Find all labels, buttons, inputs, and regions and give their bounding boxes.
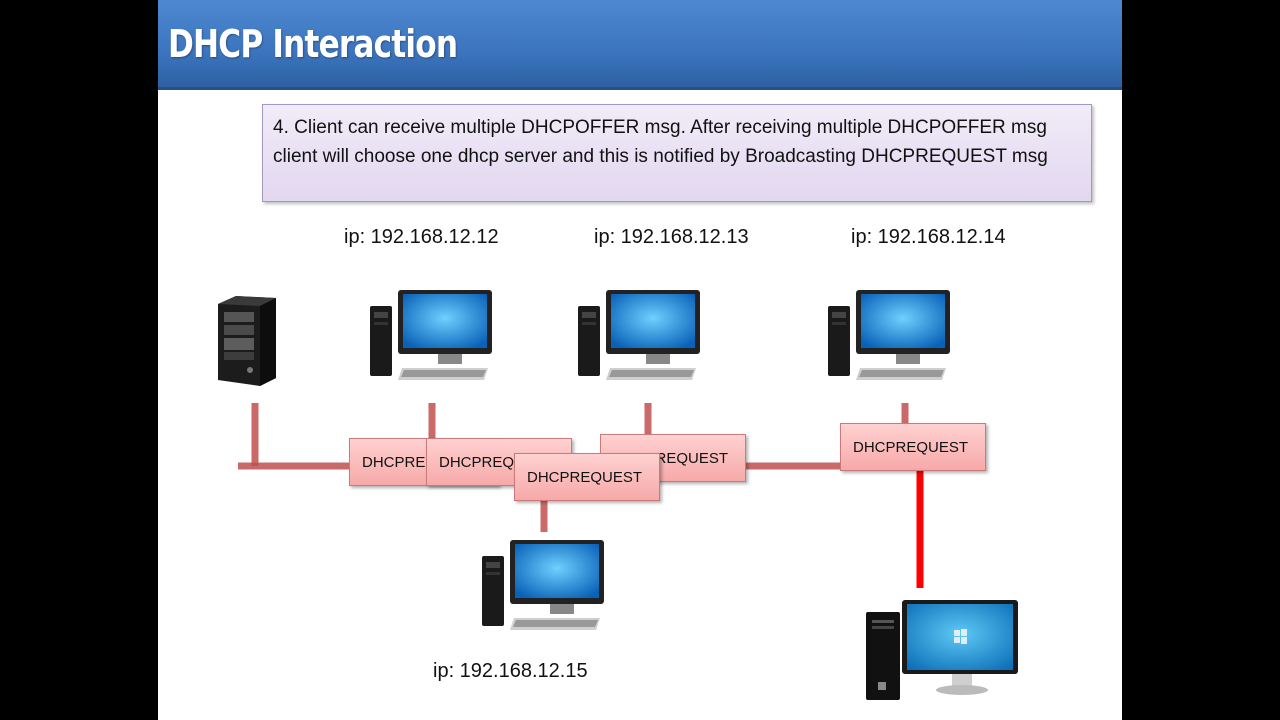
- desktop-computer-icon-3: [828, 290, 950, 380]
- slide-title: DHCP Interaction: [168, 22, 458, 66]
- client-ip-label-3: ip: 192.168.12.14: [851, 226, 1006, 248]
- desktop-computer-icon-4: [482, 540, 604, 630]
- dhcprequest-message-center: DHCPREQUEST: [514, 453, 660, 501]
- slide: DHCP Interaction 4. Client can receive m…: [158, 0, 1122, 720]
- client-ip-label-1: ip: 192.168.12.12: [344, 226, 499, 248]
- dhcprequest-message-4: DHCPREQUEST: [840, 423, 986, 471]
- windows-desktop-icon: [866, 600, 1018, 700]
- desktop-computer-icon-1: [370, 290, 492, 380]
- explanation-note: 4. Client can receive multiple DHCPOFFER…: [262, 104, 1092, 202]
- desktop-computer-icon-2: [578, 290, 700, 380]
- client-ip-label-4: ip: 192.168.12.15: [433, 660, 588, 682]
- client-ip-label-2: ip: 192.168.12.13: [594, 226, 749, 248]
- title-bar: DHCP Interaction: [158, 0, 1122, 90]
- server-tower-icon: [218, 296, 276, 386]
